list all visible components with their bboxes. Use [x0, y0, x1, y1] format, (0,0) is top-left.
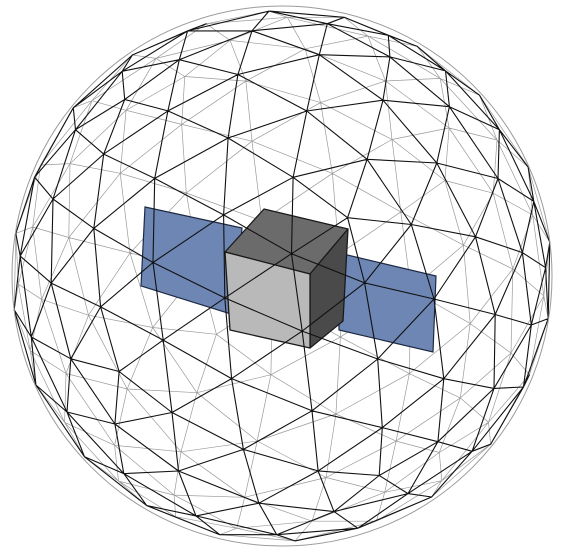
geodesic-sphere-satellite-diagram [0, 0, 565, 551]
